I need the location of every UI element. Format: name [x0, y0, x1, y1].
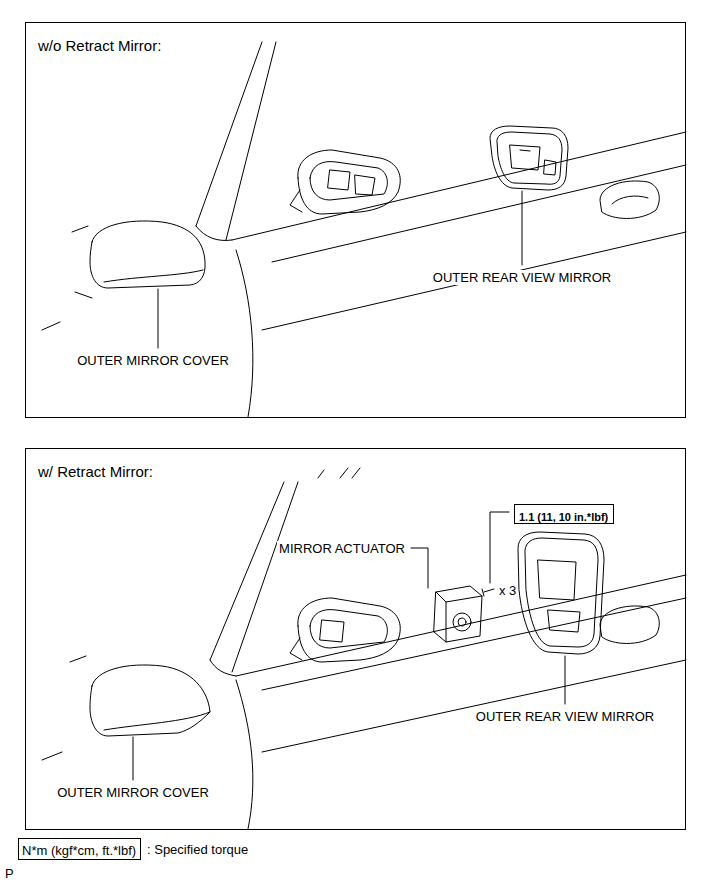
mirror-actuator [434, 586, 482, 642]
mirror-cover [90, 221, 205, 288]
unit-box: N*m (kgf*cm, ft.*lbf) [18, 838, 141, 860]
panel: w/ Retract Mirror: 1.1 (11, 10 in.*lbf) [25, 448, 686, 830]
torque-box: 1.1 (11, 10 in.*lbf) [514, 504, 614, 524]
screw [482, 589, 494, 596]
mirror-glass [518, 532, 604, 654]
mirror-base [290, 598, 400, 662]
car-body [42, 42, 686, 417]
quantity: x 3 [497, 583, 518, 598]
car-body [42, 468, 686, 829]
box-text: 1.1 (11, 10 in.*lbf) [519, 510, 608, 524]
part-name: OUTER REAR VIEW MIRROR [431, 270, 613, 285]
box-text: N*m (kgf*cm, ft.*lbf) [22, 843, 136, 859]
panel-heading: w/o Retract Mirror: [38, 37, 673, 55]
part-name: OUTER MIRROR COVER [55, 785, 211, 800]
part-name: OUTER REAR VIEW MIRROR [474, 709, 656, 724]
page-mark: P [3, 866, 16, 881]
mirror-base [290, 150, 400, 214]
part-name: MIRROR ACTUATOR [277, 541, 407, 556]
legend-note: : Specified torque [145, 842, 250, 857]
mirror-glass [490, 126, 568, 190]
leader-lines [133, 512, 565, 780]
mirror-cover [90, 665, 210, 736]
panel-heading: w/ Retract Mirror: [38, 463, 673, 481]
part-name: OUTER MIRROR COVER [75, 353, 231, 368]
